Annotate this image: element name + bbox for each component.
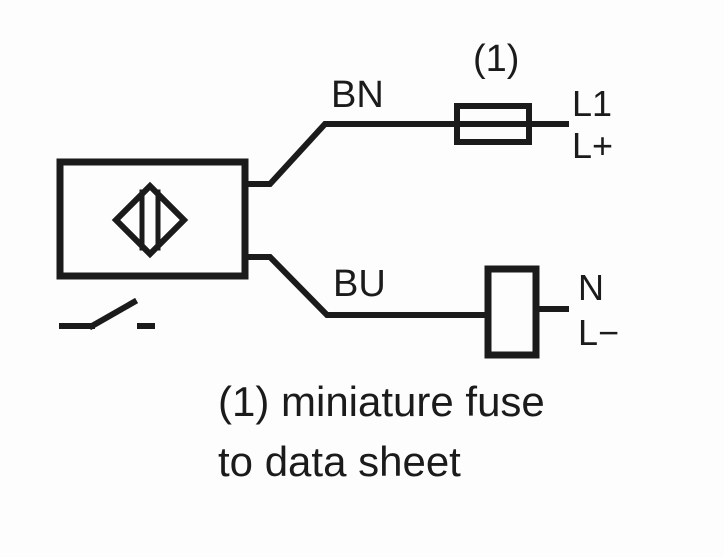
note-line-1: (1) miniature fuse: [218, 378, 545, 425]
terminal-bottom-secondary: L−: [578, 312, 619, 353]
wire-bottom-label: BU: [333, 263, 386, 305]
note-line-2: to data sheet: [218, 438, 461, 485]
sensor-symbol-icon: [111, 181, 189, 259]
terminal-bottom-primary: N: [578, 267, 604, 308]
wire-top-label: BN: [331, 74, 384, 116]
wire-bu: [245, 254, 491, 318]
wire-bn: [245, 121, 460, 187]
switch-symbol-icon: [59, 297, 155, 331]
sensor-housing: [56, 158, 249, 280]
fuse-label: (1): [473, 38, 519, 80]
terminal-top-secondary: L+: [572, 125, 613, 166]
terminal-top-primary: L1: [572, 83, 612, 124]
load-relay-icon: [484, 265, 540, 359]
